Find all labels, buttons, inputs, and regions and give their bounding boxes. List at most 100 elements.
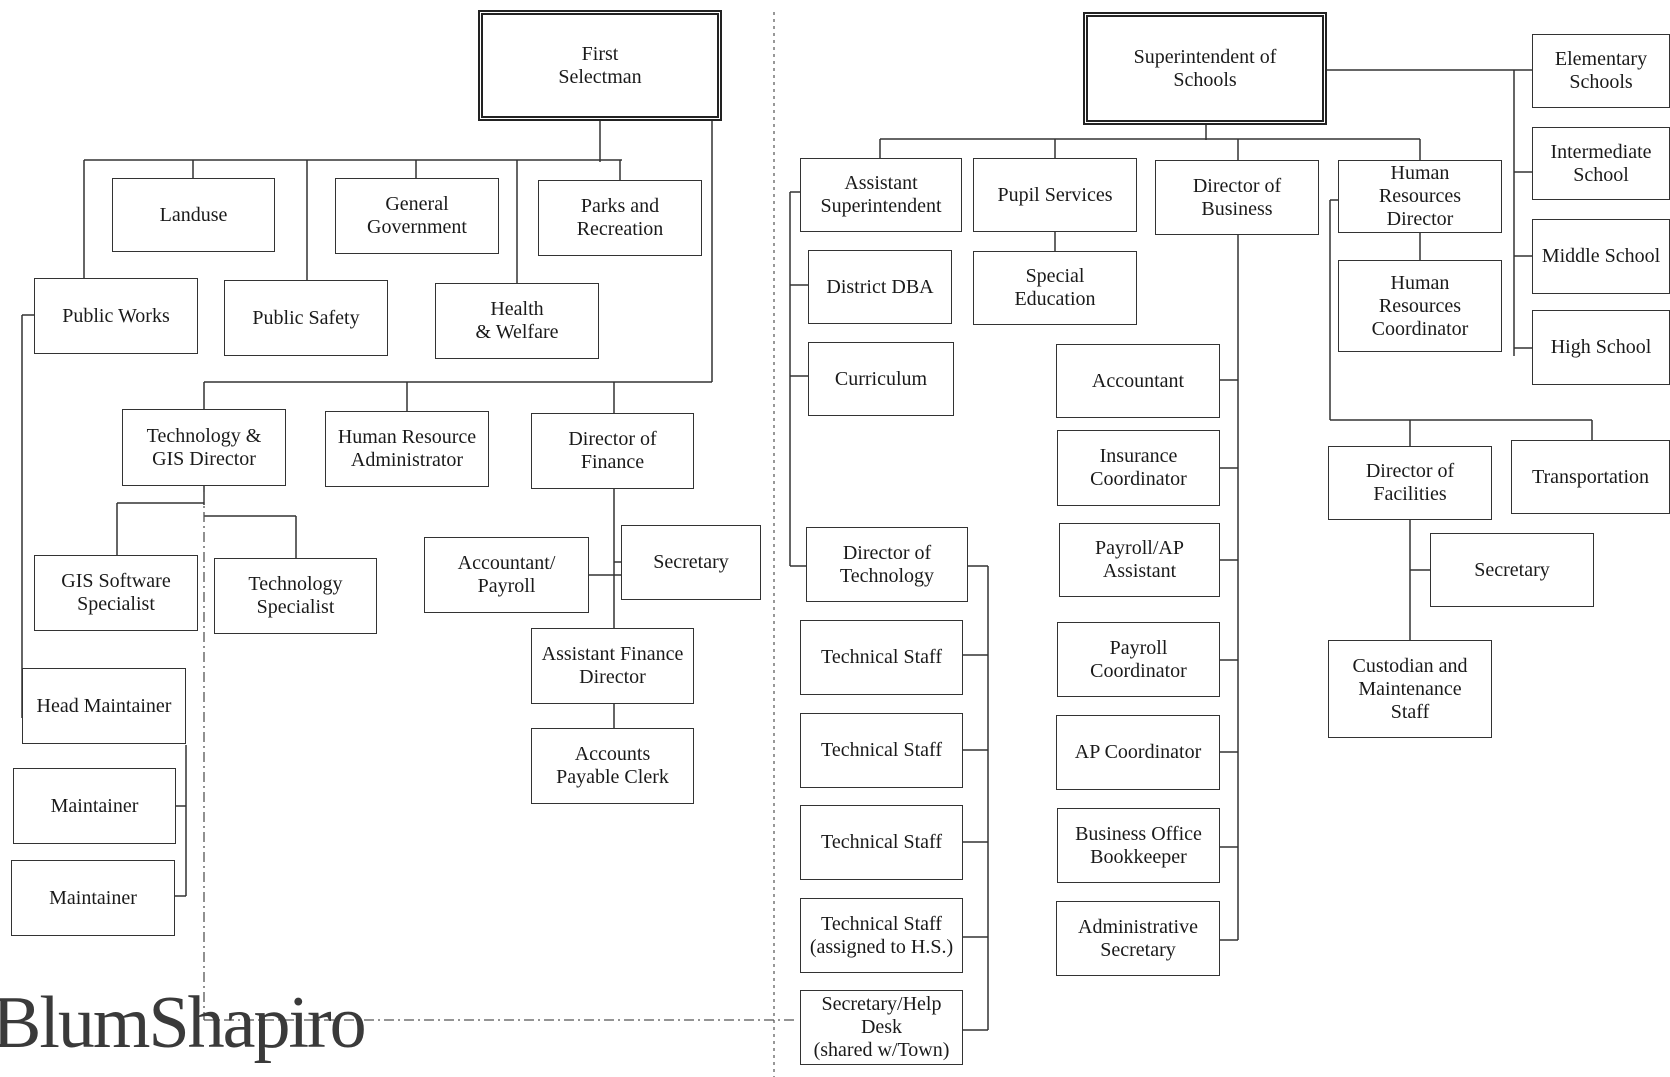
accountant-payroll-label: Accountant/ Payroll bbox=[457, 552, 556, 597]
hr-director-box: Human Resources Director bbox=[1338, 160, 1502, 233]
landuse-label: Landuse bbox=[159, 203, 228, 226]
superintendent-label: Superintendent of Schools bbox=[1133, 45, 1277, 91]
ap-coordinator-label: AP Coordinator bbox=[1074, 741, 1202, 763]
health-welfare-label: Health & Welfare bbox=[475, 298, 559, 343]
landuse-box: Landuse bbox=[112, 178, 275, 252]
finance-secretary-box: Secretary bbox=[621, 525, 761, 600]
pupil-services-label: Pupil Services bbox=[997, 183, 1113, 206]
maintainer-1-label: Maintainer bbox=[50, 794, 139, 817]
insurance-coordinator-label: Insurance Coordinator bbox=[1090, 445, 1187, 490]
first-selectman-box: First Selectman bbox=[478, 10, 722, 121]
director-of-facilities-label: Director of Facilities bbox=[1365, 460, 1455, 505]
maintainer-2-label: Maintainer bbox=[49, 886, 137, 909]
head-maintainer-box: Head Maintainer bbox=[22, 668, 186, 744]
human-resource-administrator-label: Human Resource Administrator bbox=[337, 426, 477, 471]
general-government-label: General Government bbox=[367, 193, 467, 238]
custodian-maintenance-box: Custodian and Maintenance Staff bbox=[1328, 640, 1492, 738]
facilities-secretary-box: Secretary bbox=[1430, 533, 1594, 607]
technology-specialist-box: Technology Specialist bbox=[214, 558, 377, 634]
assistant-finance-director-box: Assistant Finance Director bbox=[531, 628, 694, 704]
gis-software-specialist-label: GIS Software Specialist bbox=[61, 570, 171, 615]
first-selectman-label: First Selectman bbox=[558, 42, 642, 88]
assistant-finance-director-label: Assistant Finance Director bbox=[541, 643, 684, 688]
accountant-label: Accountant bbox=[1091, 369, 1185, 392]
director-of-finance-label: Director of Finance bbox=[568, 428, 657, 473]
technical-staff-3-label: Technical Staff bbox=[821, 831, 942, 853]
administrative-secretary-label: Administrative Secretary bbox=[1078, 915, 1198, 961]
high-school-label: High School bbox=[1550, 336, 1652, 358]
director-of-business-box: Director of Business bbox=[1155, 160, 1319, 235]
health-welfare-box: Health & Welfare bbox=[435, 283, 599, 359]
general-government-box: General Government bbox=[335, 178, 499, 254]
hr-director-label: Human Resources Director bbox=[1378, 162, 1462, 230]
maintainer-2-box: Maintainer bbox=[11, 860, 175, 936]
director-of-facilities-box: Director of Facilities bbox=[1328, 446, 1492, 520]
head-maintainer-label: Head Maintainer bbox=[36, 694, 172, 717]
transportation-box: Transportation bbox=[1511, 440, 1670, 514]
technical-staff-hs-box: Technical Staff (assigned to H.S.) bbox=[800, 898, 963, 973]
technology-specialist-label: Technology Specialist bbox=[248, 573, 343, 618]
district-dba-label: District DBA bbox=[826, 275, 934, 298]
ap-coordinator-box: AP Coordinator bbox=[1056, 715, 1220, 790]
intermediate-school-label: Intermediate School bbox=[1550, 140, 1652, 186]
secretary-help-desk-box: Secretary/Help Desk (shared w/Town) bbox=[800, 990, 963, 1065]
director-of-technology-label: Director of Technology bbox=[839, 541, 935, 587]
human-resource-administrator-box: Human Resource Administrator bbox=[325, 411, 489, 487]
technical-staff-1-label: Technical Staff bbox=[821, 646, 942, 668]
transportation-label: Transportation bbox=[1531, 465, 1650, 488]
accountant-box: Accountant bbox=[1056, 344, 1220, 418]
intermediate-school-box: Intermediate School bbox=[1532, 127, 1670, 200]
director-of-technology-box: Director of Technology bbox=[806, 527, 968, 602]
technical-staff-hs-label: Technical Staff (assigned to H.S.) bbox=[809, 912, 954, 958]
accountant-payroll-box: Accountant/ Payroll bbox=[424, 537, 589, 613]
special-education-label: Special Education bbox=[1014, 265, 1096, 310]
technology-gis-director-label: Technology & GIS Director bbox=[146, 424, 262, 470]
superintendent-box: Superintendent of Schools bbox=[1083, 12, 1327, 125]
public-works-label: Public Works bbox=[62, 304, 170, 327]
payroll-coordinator-label: Payroll Coordinator bbox=[1090, 636, 1187, 682]
insurance-coordinator-box: Insurance Coordinator bbox=[1057, 430, 1220, 506]
technology-gis-director-box: Technology & GIS Director bbox=[122, 409, 286, 486]
public-works-box: Public Works bbox=[34, 278, 198, 354]
technical-staff-2-label: Technical Staff bbox=[821, 739, 942, 761]
district-dba-box: District DBA bbox=[808, 250, 952, 324]
gis-software-specialist-box: GIS Software Specialist bbox=[34, 555, 198, 631]
facilities-secretary-label: Secretary bbox=[1474, 558, 1550, 581]
accounts-payable-clerk-box: Accounts Payable Clerk bbox=[531, 728, 694, 804]
middle-school-label: Middle School bbox=[1541, 245, 1661, 267]
assistant-superintendent-box: Assistant Superintendent bbox=[800, 158, 962, 232]
technical-staff-2-box: Technical Staff bbox=[800, 713, 963, 788]
director-of-finance-box: Director of Finance bbox=[531, 413, 694, 489]
parks-recreation-label: Parks and Recreation bbox=[576, 195, 664, 240]
elementary-schools-box: Elementary Schools bbox=[1532, 34, 1670, 108]
middle-school-box: Middle School bbox=[1532, 219, 1670, 294]
technical-staff-1-box: Technical Staff bbox=[800, 620, 963, 695]
business-office-bookkeeper-label: Business Office Bookkeeper bbox=[1075, 822, 1202, 868]
accounts-payable-clerk-label: Accounts Payable Clerk bbox=[556, 743, 669, 788]
curriculum-box: Curriculum bbox=[808, 342, 954, 416]
public-safety-box: Public Safety bbox=[224, 280, 388, 356]
hr-coordinator-label: Human Resources Coordinator bbox=[1371, 271, 1469, 340]
secretary-help-desk-label: Secretary/Help Desk (shared w/Town) bbox=[813, 993, 950, 1061]
maintainer-1-box: Maintainer bbox=[13, 768, 176, 844]
hr-coordinator-box: Human Resources Coordinator bbox=[1338, 260, 1502, 352]
business-office-bookkeeper-box: Business Office Bookkeeper bbox=[1057, 808, 1220, 883]
high-school-box: High School bbox=[1532, 310, 1670, 385]
payroll-ap-assistant-label: Payroll/AP Assistant bbox=[1095, 537, 1184, 582]
payroll-ap-assistant-box: Payroll/AP Assistant bbox=[1059, 523, 1220, 597]
pupil-services-box: Pupil Services bbox=[973, 158, 1137, 232]
director-of-business-label: Director of Business bbox=[1192, 174, 1282, 220]
blumshapiro-logo: BlumShapiro bbox=[0, 982, 367, 1064]
curriculum-label: Curriculum bbox=[834, 367, 928, 390]
public-safety-label: Public Safety bbox=[252, 306, 360, 329]
technical-staff-3-box: Technical Staff bbox=[800, 805, 963, 880]
payroll-coordinator-box: Payroll Coordinator bbox=[1057, 622, 1220, 697]
assistant-superintendent-label: Assistant Superintendent bbox=[820, 172, 942, 217]
elementary-schools-label: Elementary Schools bbox=[1554, 48, 1648, 93]
finance-secretary-label: Secretary bbox=[653, 551, 729, 573]
administrative-secretary-box: Administrative Secretary bbox=[1056, 901, 1220, 976]
parks-recreation-box: Parks and Recreation bbox=[538, 180, 702, 256]
custodian-maintenance-label: Custodian and Maintenance Staff bbox=[1352, 654, 1468, 723]
